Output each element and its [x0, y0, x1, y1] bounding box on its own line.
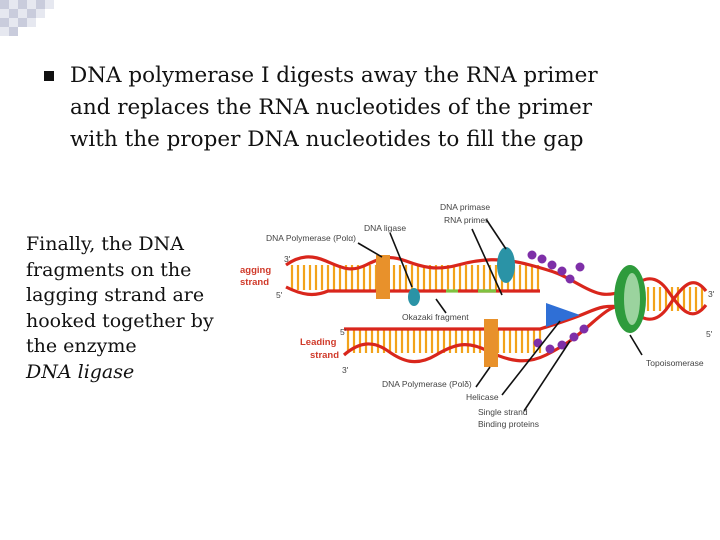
label-helicase: Helicase — [466, 392, 499, 402]
caption-line: the enzyme — [26, 335, 137, 357]
dna-polymerase-delta — [484, 319, 498, 367]
label-leading-strand-line1: Leading — [300, 337, 337, 348]
bullet-line: DNA polymerase I digests away the RNA pr… — [70, 63, 598, 88]
side-caption: Finally, the DNA fragments on the laggin… — [26, 232, 241, 385]
caption-line: lagging strand are — [26, 284, 205, 306]
label-right-five-prime: 5' — [706, 329, 713, 339]
dna-primase — [497, 247, 515, 283]
label-lagging-strand-line1: agging — [240, 265, 271, 276]
helicase — [546, 303, 580, 327]
label-ssb-line2: Binding proteins — [478, 419, 539, 429]
label-dna-polymerase-delta: DNA Polymerase (Polδ) — [382, 379, 472, 389]
bullet-line: and replaces the RNA nucleotides of the … — [70, 95, 592, 120]
caption-line: fragments on the — [26, 258, 192, 281]
label-dna-polymerase-alpha: DNA Polymerase (Polα) — [266, 233, 356, 243]
dna-ligase — [408, 288, 420, 306]
label-rna-primer: RNA primer — [444, 215, 488, 225]
label-five-prime-top: 5' — [276, 290, 283, 300]
label-okazaki-fragment: Okazaki fragment — [402, 312, 469, 322]
label-three-prime-bottom: 3' — [342, 365, 349, 375]
bullet-text: DNA polymerase I digests away the RNA pr… — [70, 60, 680, 156]
dna-replication-diagram: DNA primase RNA primer DNA ligase DNA Po… — [240, 202, 715, 429]
topoisomerase — [614, 265, 646, 333]
lagging-strand-bottom-backbone — [285, 285, 540, 297]
caption-enzyme-name: DNA ligase — [26, 360, 135, 383]
leading-strand-top-backbone — [344, 304, 625, 331]
label-topoisomerase: Topoisomerase — [646, 358, 704, 368]
dna-polymerase-alpha — [376, 255, 390, 299]
label-dna-primase: DNA primase — [440, 202, 490, 212]
label-dna-ligase: DNA ligase — [364, 223, 406, 233]
bullet-line: with the proper DNA nucleotides to fill … — [70, 127, 584, 152]
label-lagging-strand-line2: strand — [240, 277, 269, 288]
label-right-three-prime: 3' — [708, 289, 715, 299]
label-leading-strand-line2: strand — [310, 350, 339, 361]
caption-line: Finally, the DNA — [26, 233, 185, 255]
square-bullet-icon — [44, 71, 54, 81]
label-three-prime-top: 3' — [284, 254, 291, 264]
label-five-prime-mid: 5' — [340, 327, 347, 337]
label-ssb-line1: Single strand — [478, 407, 528, 417]
corner-checker-pattern — [0, 0, 54, 36]
lagging-strand-top-backbone — [285, 255, 625, 296]
caption-line: hooked together by — [26, 309, 214, 332]
